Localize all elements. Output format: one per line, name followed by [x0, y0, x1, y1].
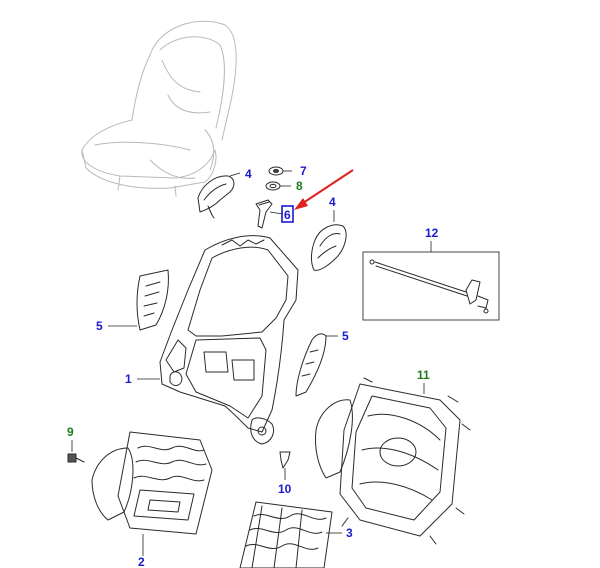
callout-label-12: 12 — [425, 226, 439, 240]
callout-label-11: 11 — [417, 368, 430, 382]
part-5-right-trim — [295, 333, 338, 397]
callout-label-6: 6 — [284, 208, 291, 222]
part-2-cushion-mat — [91, 431, 213, 556]
part-8-washer — [265, 181, 291, 191]
callout-label-4-left: 4 — [245, 167, 252, 181]
callout-label-5-right: 5 — [342, 329, 349, 343]
part-4-left-guide — [197, 172, 241, 219]
callout-label-9: 9 — [67, 425, 74, 439]
callout-label-3: 3 — [346, 526, 353, 540]
callout-label-2: 2 — [138, 555, 145, 568]
seat-overview-illustration — [81, 20, 237, 197]
part-11-suspension-frame — [315, 377, 471, 545]
callout-label-5-left: 5 — [96, 319, 103, 333]
part-1-seat-frame — [137, 235, 299, 445]
part-10-clip — [279, 451, 291, 480]
part-7-clip — [268, 166, 292, 176]
callout-highlight-box-6 — [281, 205, 294, 223]
part-5-left-panel — [108, 269, 169, 331]
part-6-bolt — [255, 199, 284, 229]
callout-label-1: 1 — [125, 372, 132, 386]
part-4-right-guide — [311, 210, 347, 271]
part-9-screw — [67, 440, 85, 463]
part-3-wire-mat — [239, 501, 342, 568]
highlight-arrow — [294, 169, 354, 210]
callout-label-4-right: 4 — [329, 195, 336, 209]
callout-label-7: 7 — [300, 164, 307, 178]
callout-label-10: 10 — [278, 482, 292, 496]
callout-label-8: 8 — [296, 179, 303, 193]
part-12-rod-assembly — [362, 241, 500, 321]
